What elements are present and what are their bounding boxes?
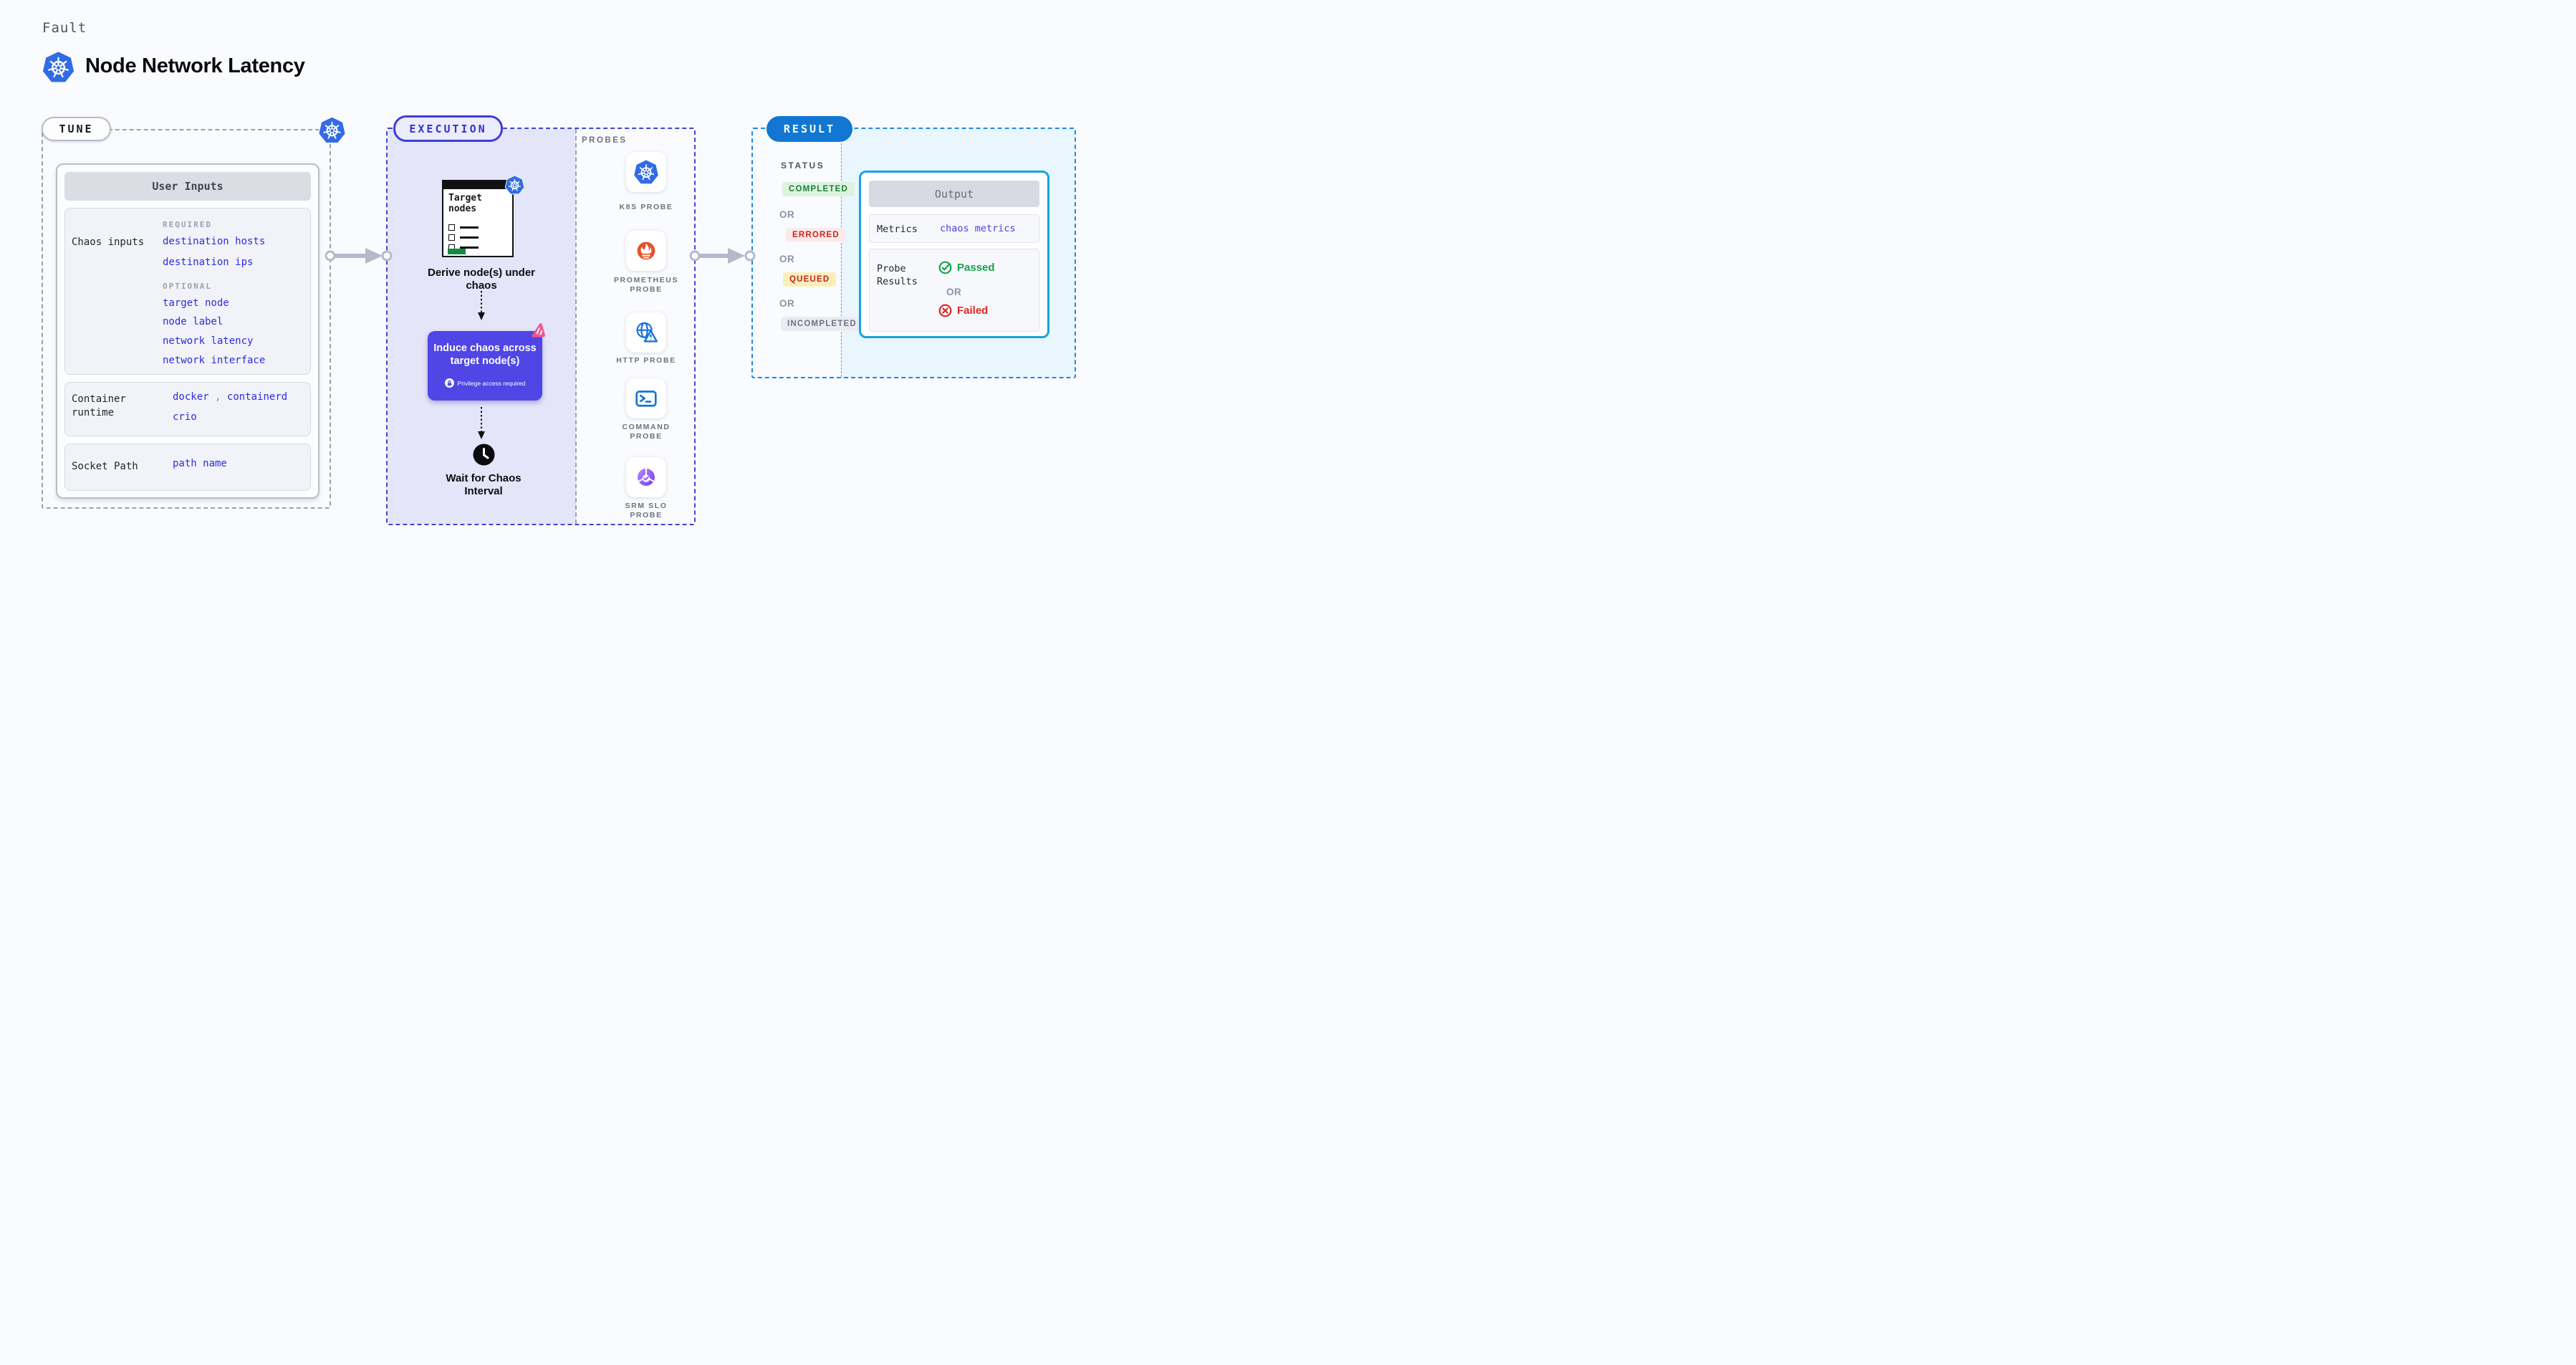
- kubernetes-icon: [317, 116, 347, 144]
- probe-label: COMMAND PROBE: [622, 423, 671, 441]
- chaos-metrics-link[interactable]: chaos metrics: [940, 223, 1016, 234]
- chaos-inputs-row: Chaos inputs REQUIRED destination hosts …: [64, 208, 311, 375]
- execution-pill: EXECUTION: [393, 115, 503, 142]
- link-path-name[interactable]: path name: [173, 458, 227, 469]
- result-pill: RESULT: [766, 116, 852, 142]
- checkbox-icon: [448, 234, 455, 241]
- line: [460, 226, 479, 229]
- tune-section: [42, 129, 331, 509]
- k8s-icon: [633, 158, 660, 185]
- prometheus-icon: [637, 241, 655, 260]
- checkbox-icon: [448, 224, 455, 231]
- down-arrow: [478, 407, 485, 439]
- kubernetes-icon: [41, 50, 76, 84]
- fault-diagram: Fault Node Network Latency TUNE User Inp…: [0, 0, 1103, 585]
- result-divider: [841, 129, 842, 377]
- arrow-tune-to-execution: [325, 248, 393, 264]
- status-label: STATUS: [781, 161, 825, 171]
- or-label: OR: [779, 209, 795, 220]
- passed-label: Passed: [957, 262, 995, 274]
- srm-slo-icon: [637, 467, 655, 486]
- link-network-interface[interactable]: network interface: [163, 355, 266, 366]
- or-label: OR: [779, 254, 795, 264]
- privilege-note: Privilege access required: [457, 379, 526, 387]
- probe-label: PROMETHEUS PROBE: [613, 276, 679, 294]
- comma: ,: [215, 391, 221, 403]
- link-target-node[interactable]: target node: [163, 297, 229, 309]
- probe-card-http: [626, 312, 666, 353]
- link-node-label[interactable]: node label: [163, 316, 224, 327]
- status-badge-errored: ERRORED: [786, 228, 846, 242]
- container-runtime-label: Container runtime: [72, 393, 126, 418]
- status-badge-incompleted: INCOMPLETED: [781, 317, 863, 331]
- metrics-row: Metrics chaos metrics: [869, 214, 1039, 243]
- link-network-latency[interactable]: network latency: [163, 335, 254, 347]
- chaos-icon: [532, 323, 545, 337]
- probe-results-row: Probe Results Passed OR Failed: [869, 249, 1039, 332]
- optional-label: OPTIONAL: [163, 282, 212, 291]
- wait-caption: Wait for Chaos Interval: [446, 472, 522, 497]
- induce-chaos-text: Induce chaos across target node(s): [433, 343, 537, 367]
- socket-path-row: Socket Path path name: [64, 444, 311, 491]
- container-runtime-row: Container runtime docker , containerd cr…: [64, 382, 311, 436]
- output-title: Output: [869, 181, 1039, 207]
- user-inputs-title: User Inputs: [64, 172, 311, 201]
- clock-icon: [473, 444, 495, 466]
- link-destination-hosts[interactable]: destination hosts: [163, 236, 266, 247]
- status-badge-completed: COMPLETED: [782, 182, 855, 196]
- probe-card-command: [626, 378, 666, 418]
- down-arrow: [478, 291, 485, 320]
- probe-card-k8s: [626, 152, 666, 192]
- probe-card-srm-slo: [626, 457, 666, 497]
- failed-label: Failed: [957, 305, 989, 317]
- page-title: Node Network Latency: [85, 54, 305, 77]
- line: [460, 236, 479, 239]
- probes-label: PROBES: [582, 136, 628, 145]
- kubernetes-icon: [504, 175, 525, 195]
- status-badge-queued: QUEUED: [783, 272, 837, 287]
- required-label: REQUIRED: [163, 220, 212, 229]
- chaos-inputs-label: Chaos inputs: [72, 236, 145, 248]
- probe-card-prometheus: [626, 231, 666, 271]
- metrics-label: Metrics: [877, 224, 918, 235]
- fault-eyebrow: Fault: [42, 20, 87, 36]
- passed-check-icon: [938, 261, 952, 274]
- or-label: OR: [946, 287, 962, 297]
- socket-path-label: Socket Path: [72, 461, 138, 472]
- card-title-bar: [443, 181, 512, 189]
- progress-bar: [448, 249, 466, 254]
- arrow-execution-to-result: [689, 248, 756, 264]
- target-nodes-card: Target nodes: [442, 180, 514, 257]
- probe-results-label: Probe Results: [877, 263, 918, 287]
- lock-icon: [444, 378, 454, 388]
- probe-label: SRM SLO PROBE: [625, 502, 668, 519]
- failed-x-icon: [938, 304, 952, 317]
- link-docker[interactable]: docker , containerd: [173, 391, 288, 403]
- line: [460, 246, 479, 249]
- probe-label: HTTP PROBE: [616, 356, 676, 365]
- induce-chaos-box: Induce chaos across target node(s) Privi…: [428, 331, 542, 401]
- http-globe-icon: [636, 322, 658, 343]
- target-nodes-title: Target nodes: [448, 193, 482, 214]
- probes-divider: [575, 129, 577, 524]
- terminal-icon: [635, 391, 657, 407]
- tune-pill: TUNE: [42, 117, 111, 141]
- derive-caption: Derive node(s) under chaos: [427, 267, 536, 292]
- output-panel: Output Metrics chaos metrics Probe Resul…: [859, 171, 1049, 338]
- link-crio[interactable]: crio: [173, 411, 197, 423]
- user-inputs-panel: User Inputs Chaos inputs REQUIRED destin…: [56, 163, 319, 499]
- or-label: OR: [779, 298, 795, 309]
- link-destination-ips[interactable]: destination ips: [163, 257, 254, 268]
- probe-label: K8S PROBE: [619, 203, 673, 211]
